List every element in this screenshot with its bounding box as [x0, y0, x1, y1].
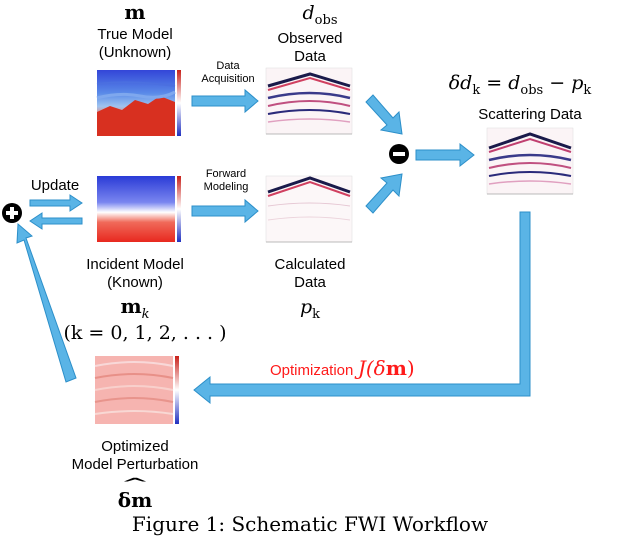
arrow-perturbation-to-plus: [16, 222, 77, 383]
arrow-update-right: [29, 194, 83, 212]
workflow-arrows: [16, 88, 531, 405]
true-model-label-line1: True Model: [97, 26, 173, 43]
true-model-image: [96, 70, 181, 136]
optimization-func: J(δ: [357, 356, 386, 380]
figure-caption: Figure 1: Schematic FWI Workflow: [131, 512, 489, 536]
incident-model-index: (k = 0, 1, 2, . . . ): [63, 322, 227, 344]
scattering-label: Scattering Data: [478, 106, 582, 123]
calculated-label: Calculated Data: [250, 256, 370, 292]
observed-data-image: [265, 67, 353, 135]
incident-model-line2: (Known): [107, 274, 163, 291]
perturbation-line2: Model Perturbation: [71, 456, 199, 473]
incident-model-symbol: mk: [110, 294, 160, 322]
optimization-label: Optimization J(δm): [270, 356, 470, 380]
perturbation-line1: Optimized: [101, 438, 169, 455]
data-acquisition-line2: Acquisition: [201, 73, 255, 85]
observed-label: Observed Data: [250, 30, 370, 66]
arrow-calculated-to-minus: [365, 173, 403, 214]
eq-minus: −: [543, 72, 572, 94]
calculated-data-image: [265, 175, 353, 243]
eq-lhs: δd: [448, 72, 473, 94]
perturbation-label: Optimized Model Perturbation: [45, 438, 225, 474]
update-label: Update: [30, 177, 80, 194]
data-acquisition-label: Data Acquisition: [188, 60, 268, 86]
incident-model-label: Incident Model (Known): [60, 256, 210, 292]
scattering-data-image: [486, 127, 574, 195]
optimization-func-bold: m: [385, 356, 407, 380]
minus-circle-icon: [389, 144, 409, 164]
eq-equals: =: [480, 72, 509, 94]
eq-mid: d: [508, 72, 521, 94]
perturbation-hat: ^: [120, 476, 150, 492]
arrow-minus-to-scattering: [415, 142, 475, 168]
calculated-symbol-sub: k: [312, 306, 321, 322]
incident-symbol-sub: k: [141, 307, 150, 322]
incident-symbol-m: m: [120, 294, 142, 318]
eq-rhs: p: [571, 72, 584, 94]
arrow-update-left: [29, 212, 83, 230]
forward-modeling-line1: Forward: [205, 168, 247, 180]
perturbation-symbol-text: δm: [117, 488, 153, 512]
arrow-forward-modeling: [191, 198, 259, 224]
eq-mid-sub: obs: [520, 82, 544, 98]
true-model-label: True Model (Unknown): [70, 26, 200, 62]
incident-model-colorbar: [177, 176, 181, 242]
incident-model-image: [97, 176, 181, 242]
forward-modeling-label: Forward Modeling: [186, 168, 266, 194]
observed-symbol-d: d: [302, 2, 315, 24]
scattering-equation: δdk = dobs − pk: [420, 72, 620, 102]
eq-lhs-sub: k: [472, 82, 481, 98]
eq-rhs-sub: k: [583, 82, 592, 98]
arrow-observed-to-minus: [365, 94, 403, 135]
true-model-label-line2: (Unknown): [98, 44, 172, 61]
plus-circle-icon: [2, 203, 22, 223]
incident-model-line1: Incident Model: [86, 256, 184, 273]
calculated-symbol: pk: [290, 296, 330, 326]
data-acquisition-line1: Data: [216, 60, 240, 72]
observed-label-line1: Observed: [277, 30, 343, 47]
perturbation-symbol: ^ δm: [110, 477, 160, 512]
observed-symbol-sub: obs: [314, 12, 338, 28]
perturbation-colorbar: [175, 356, 179, 424]
calculated-line1: Calculated: [274, 256, 346, 273]
arrow-optimization-path: [193, 211, 531, 405]
true-model-symbol: m: [124, 0, 146, 24]
optimization-text: Optimization: [270, 362, 354, 379]
calculated-line2: Data: [294, 274, 326, 291]
perturbation-image: [94, 356, 179, 424]
calculated-symbol-p: p: [299, 296, 313, 318]
optimization-func-close: ): [406, 356, 415, 380]
arrow-data-acquisition: [191, 88, 259, 114]
observed-label-line2: Data: [294, 48, 326, 65]
observed-symbol: dobs: [280, 2, 360, 32]
true-model-colorbar: [177, 70, 181, 136]
forward-modeling-line2: Modeling: [203, 181, 249, 193]
